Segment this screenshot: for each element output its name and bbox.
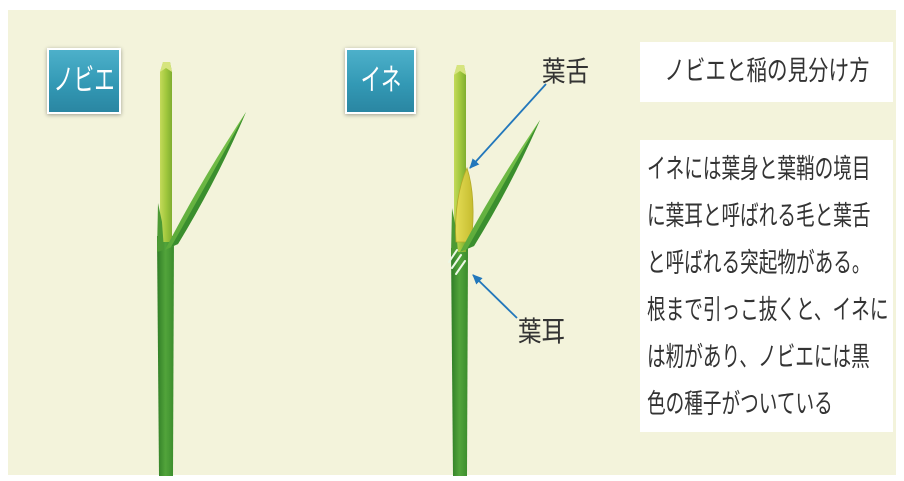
description-line: と呼ばれる突起物がある。	[647, 248, 871, 279]
description-line: イネには葉身と葉鞘の境目	[647, 154, 871, 185]
nobie-label-box: ノビエ	[47, 48, 121, 114]
title-box: ノビエと稲の見分け方	[640, 42, 893, 102]
description-line: は籾があり、ノビエには黒	[647, 342, 870, 373]
nobie-label: ノビエ	[53, 63, 115, 98]
ligule-label: 葉舌	[542, 55, 590, 88]
description-line: に葉耳と呼ばれる毛と葉舌	[647, 201, 871, 232]
description-line: 色の種子がついている	[647, 389, 833, 420]
description-line: 根まで引っこ抜くと、イネに	[647, 295, 889, 326]
ine-label: イネ	[360, 63, 401, 98]
description-box: イネには葉身と葉鞘の境目 に葉耳と呼ばれる毛と葉舌 と呼ばれる突起物がある。 根…	[640, 140, 893, 432]
auricle-label: 葉耳	[518, 315, 566, 348]
ine-label-box: イネ	[345, 48, 416, 114]
page-title: ノビエと稲の見分け方	[663, 56, 870, 87]
